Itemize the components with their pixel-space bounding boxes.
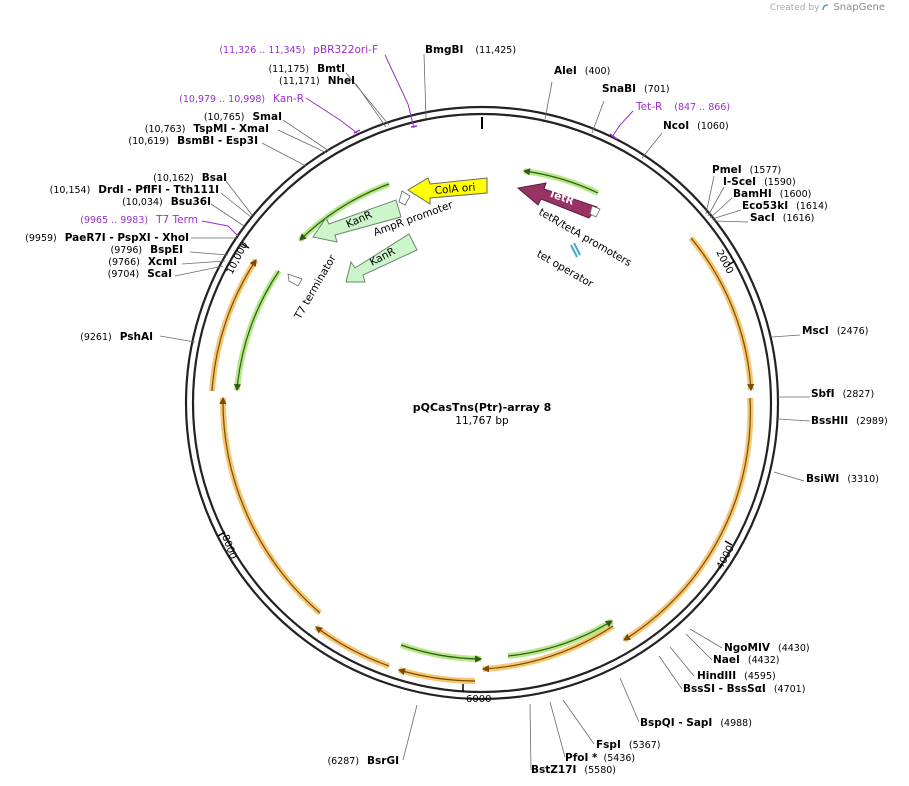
backbone-outer (184, 105, 780, 701)
site-bsai[interactable]: (10,162)BsaI (153, 172, 227, 184)
primer-pbr322ori-f[interactable]: (11,326 .. 11,345)pBR322ori-F (219, 44, 378, 56)
site-saci[interactable]: SacI(1616) (750, 212, 814, 224)
tick-8000: 8000 (219, 533, 238, 561)
tetr-promoter-arrow (589, 205, 601, 218)
credit-brand: SnapGene (833, 2, 885, 13)
site-scai[interactable]: (9704)ScaI (108, 268, 172, 280)
site-bspei[interactable]: (9796)BspEI (111, 244, 183, 256)
site-bsshii[interactable]: BssHII(2989) (811, 415, 888, 427)
site-drdi[interactable]: (10,154)DrdI - PflFI - Tth111I (50, 184, 219, 196)
plasmid-name: pQCasTns(Ptr)-array 8 (413, 401, 552, 414)
orange-orf-arcs (209, 236, 755, 684)
site-naei[interactable]: NaeI(4432) (713, 654, 780, 666)
site-eco53ki[interactable]: Eco53kI(1614) (742, 200, 828, 212)
site-nhei[interactable]: (11,171)NheI (279, 75, 355, 87)
site-bstz17i[interactable]: BstZ17I(5580) (531, 764, 616, 776)
backbone-inner (191, 112, 773, 694)
site-hindiii[interactable]: HindIII(4595) (697, 670, 776, 682)
site-bamhi[interactable]: BamHI(1600) (733, 188, 811, 200)
feature-kanr-2[interactable]: KanR (345, 233, 418, 283)
site-bsssi[interactable]: BssSI - BssSαI(4701) (683, 683, 805, 695)
credit-prefix: Created by (769, 2, 820, 13)
site-bmgbi[interactable]: BmgBI(11,425) (425, 44, 516, 56)
site-msci[interactable]: MscI(2476) (802, 325, 868, 337)
t7-terminator-label: T7 terminator (292, 252, 339, 322)
green-orf-arcs (233, 168, 614, 663)
site-bsrgi[interactable]: (6287)BsrGI (327, 755, 399, 767)
tick-6000: 6000 (466, 694, 491, 705)
site-snabi[interactable]: SnaBI(701) (602, 83, 670, 95)
sites-right: AleI(400) SnaBI(701) NcoI(1060) PmeI(157… (529, 65, 888, 776)
feature-tet-operator (570, 242, 581, 258)
snapgene-logo-icon (822, 3, 829, 10)
tet-operator-label: tet operator (535, 248, 596, 290)
site-ncoi[interactable]: NcoI(1060) (663, 120, 729, 132)
primers: (11,326 .. 11,345)pBR322ori-F (10,979 ..… (80, 44, 730, 237)
site-alei[interactable]: AleI(400) (554, 65, 610, 77)
site-sbfi[interactable]: SbfI(2827) (811, 388, 874, 400)
site-bsiwi[interactable]: BsiWI(3310) (806, 473, 879, 485)
cola-ori-label: ColA ori (434, 181, 476, 197)
ampr-promoter-arrow (398, 190, 411, 206)
site-bspqi[interactable]: BspQI - SapI(4988) (640, 717, 752, 729)
plasmid-length: 11,767 bp (455, 415, 509, 427)
site-bmti[interactable]: (11,175)BmtI (268, 63, 345, 75)
site-xcmi[interactable]: (9766)XcmI (108, 256, 177, 268)
primer-kan-r[interactable]: (10,979 .. 10,998)Kan-R (179, 93, 304, 105)
site-paer7i[interactable]: (9959)PaeR7I - PspXI - XhoI (25, 232, 189, 244)
site-bsmbi[interactable]: (10,619)BsmBI - Esp3I (128, 135, 258, 147)
site-pshai[interactable]: (9261)PshAI (80, 331, 153, 343)
site-smai[interactable]: (10,765)SmaI (204, 111, 282, 123)
t7-terminator-arrow (287, 273, 303, 287)
site-fspi[interactable]: FspI(5367) (596, 739, 660, 751)
snapgene-credit: Created by SnapGene (770, 2, 885, 13)
primer-t7-term[interactable]: (9965 .. 9983)T7 Term (80, 214, 198, 226)
feature-cola-ori[interactable]: ColA ori (407, 177, 488, 205)
site-tspmi[interactable]: (10,763)TspMI - XmaI (145, 123, 269, 135)
site-pfoi[interactable]: PfoI *(5436) (565, 752, 635, 764)
site-ngomiv[interactable]: NgoMIV(4430) (724, 642, 810, 654)
site-pmei[interactable]: PmeI(1577) (712, 164, 781, 176)
primer-tet-r[interactable]: Tet-R(847 .. 866) (635, 101, 730, 113)
site-i-scei[interactable]: I-SceI(1590) (723, 176, 796, 188)
sites-left: BmgBI(11,425) (11,175)BmtI (11,171)NheI … (25, 44, 516, 767)
site-bsu36i[interactable]: (10,034)Bsu36I (122, 196, 211, 208)
